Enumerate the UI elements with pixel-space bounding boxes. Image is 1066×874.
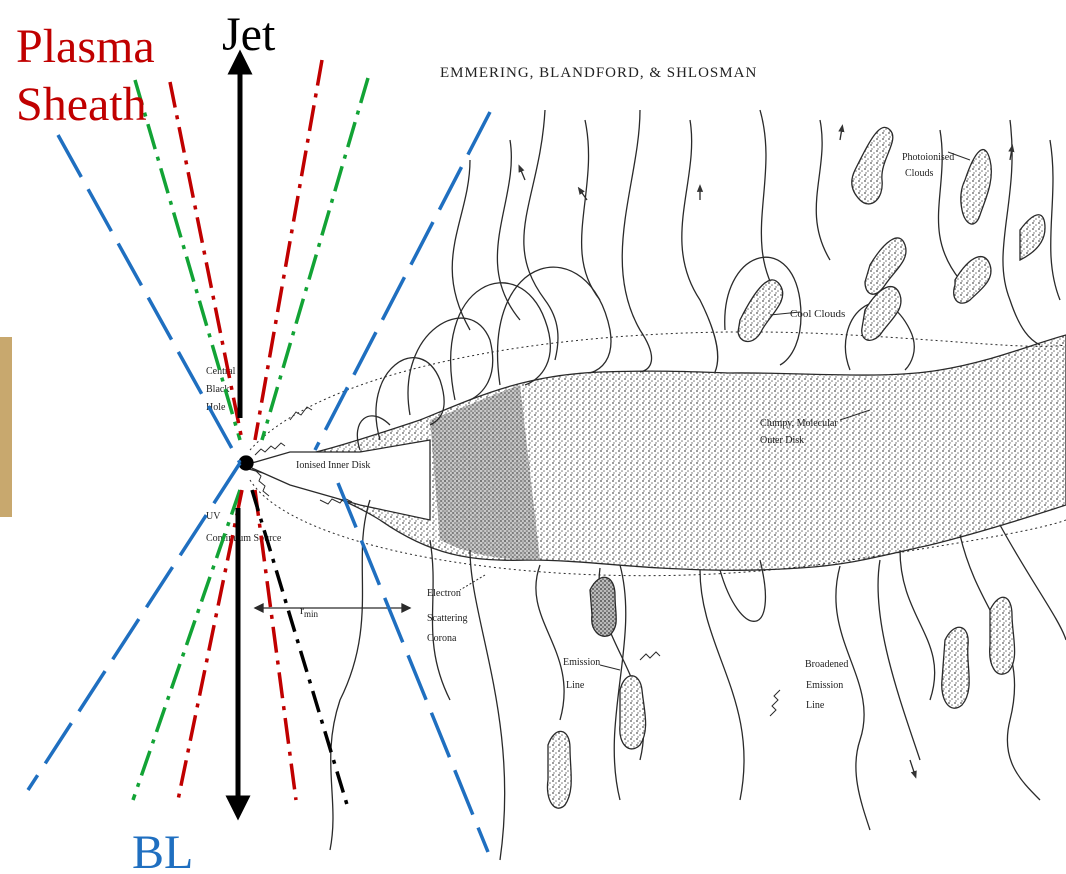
scanned-figure — [239, 110, 1066, 860]
blue-cone-line-right-top — [315, 112, 490, 450]
label-line: Line — [566, 680, 585, 691]
inner-disk-wedge — [245, 440, 430, 520]
label-r-min: rmin — [300, 603, 319, 619]
label-broadened-emission: Emission — [806, 680, 843, 691]
label-broadened-line: Line — [806, 700, 825, 711]
label-plasma: Plasma — [16, 20, 155, 73]
label-outer-disk: Outer Disk — [760, 435, 804, 446]
label-scattering: Scattering — [427, 613, 468, 624]
label-broadened: Broadened — [805, 659, 848, 670]
black-dashdot-line — [252, 490, 348, 808]
photo-edge — [0, 337, 12, 517]
label-central: Central — [206, 366, 236, 377]
label-cool-clouds: Cool Clouds — [790, 308, 845, 320]
label-photoionised: Photoionised — [902, 152, 954, 163]
label-uv: UV — [206, 511, 221, 522]
label-clumpy-molecular: Clumpy, Molecular — [760, 418, 838, 429]
label-clouds: Clouds — [905, 168, 933, 179]
label-bl: BL — [132, 826, 193, 874]
label-electron: Electron — [427, 588, 461, 599]
label-ionised-inner-disk: Ionised Inner Disk — [296, 460, 370, 471]
green-sheath-left-bottom — [133, 490, 240, 800]
figure-header: EMMERING, BLANDFORD, & SHLOSMAN — [440, 65, 757, 81]
label-jet: Jet — [222, 8, 276, 61]
label-continuum-source: Continuum Source — [206, 533, 282, 544]
label-emission: Emission — [563, 657, 600, 668]
label-corona: Corona — [427, 633, 457, 644]
red-plasma-right-top — [255, 60, 322, 440]
green-sheath-right-top — [262, 78, 368, 440]
label-sheath: Sheath — [16, 78, 147, 131]
